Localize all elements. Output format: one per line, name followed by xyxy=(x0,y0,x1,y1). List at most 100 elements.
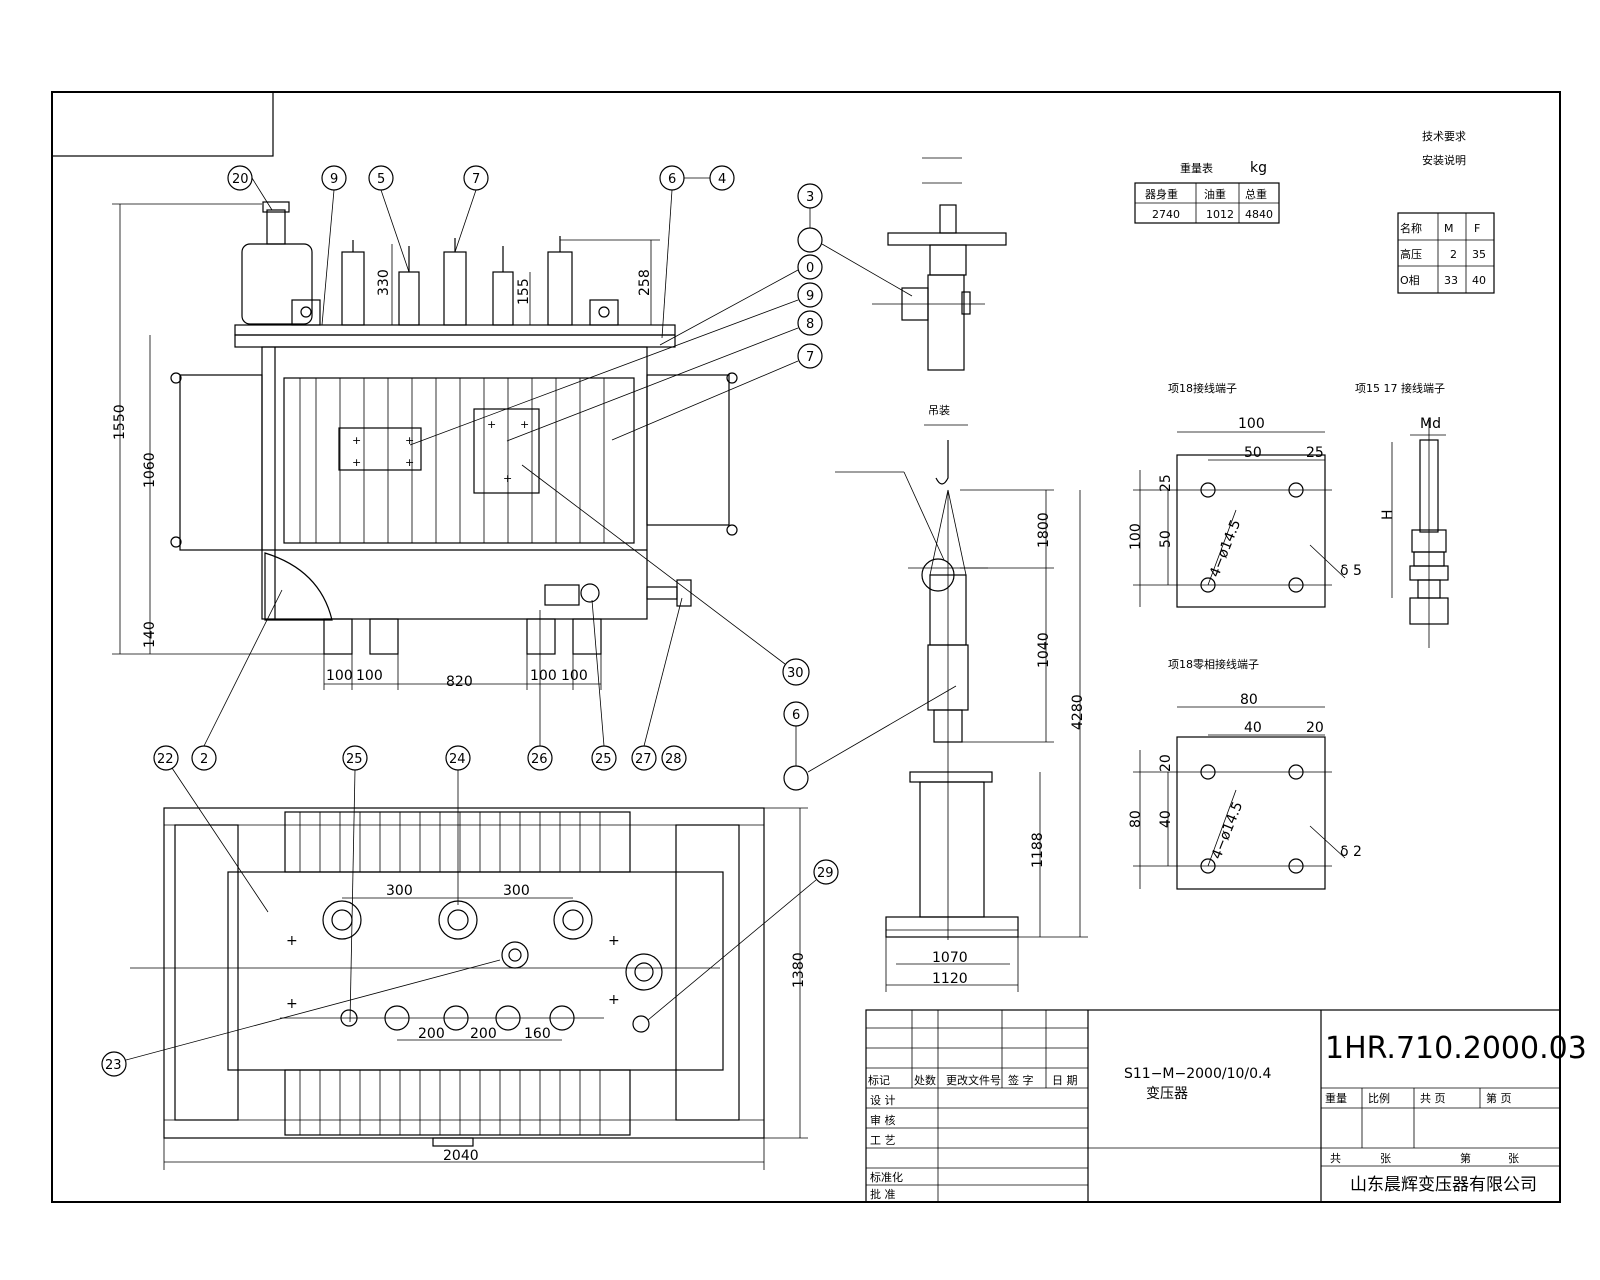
dim-258: 258 xyxy=(637,269,653,296)
svg-text:工 艺: 工 艺 xyxy=(870,1134,896,1147)
svg-text:+: + xyxy=(405,434,414,447)
svg-text:24: 24 xyxy=(449,752,466,767)
front-dimensions: 1550 1060 140 330 155 258 100 100 820 10… xyxy=(112,203,660,690)
small-table: 名称 M F 高压 2 35 O相 33 40 xyxy=(1397,212,1495,294)
dim-1120: 1120 xyxy=(932,971,968,987)
svg-text:油重: 油重 xyxy=(1204,187,1226,201)
company-name: 山东晨辉变压器有限公司 xyxy=(1350,1175,1537,1195)
corner-box xyxy=(51,91,274,157)
dim-140: 140 xyxy=(142,621,158,648)
weight-title: 重量表 xyxy=(1180,161,1213,175)
svg-text:80: 80 xyxy=(1240,692,1258,708)
dim-100-b: 100 xyxy=(356,668,383,684)
front-balloons: 20 9 5 7 6 4 xyxy=(227,165,735,339)
svg-text:23: 23 xyxy=(105,1058,122,1073)
dim-1550: 1550 xyxy=(112,404,128,440)
radiator-fins xyxy=(283,377,635,544)
lifting-dimensions: 1800 1040 4280 1188 1070 1120 xyxy=(885,489,1088,992)
svg-text:4−ø14.5: 4−ø14.5 xyxy=(1209,800,1246,862)
bolt-terminal: 项15 17 接线端子 Md H xyxy=(1355,381,1449,648)
bolt-title: 项15 17 接线端子 xyxy=(1355,381,1445,395)
terminal-18: 项18接线端子 100 50 25 100 50 25 4−ø14.5 δ 5 xyxy=(1128,381,1362,608)
svg-text:处数: 处数 xyxy=(914,1074,936,1087)
dim-1040: 1040 xyxy=(1036,632,1052,668)
svg-text:+: + xyxy=(286,996,298,1012)
svg-text:0: 0 xyxy=(806,261,814,276)
svg-text:3: 3 xyxy=(806,190,814,205)
svg-text:Md: Md xyxy=(1420,416,1441,432)
svg-text:名称: 名称 xyxy=(1400,221,1422,235)
svg-text:+: + xyxy=(608,933,620,949)
bottom-balloons: 22 2 25 24 26 25 27 28 xyxy=(153,589,687,1023)
svg-text:F: F xyxy=(1474,222,1480,235)
dim-4280: 4280 xyxy=(1070,694,1086,730)
weight-table: 重量表 kg 器身重 油重 总重 2740 1012 4840 xyxy=(1134,160,1280,224)
svg-text:标准化: 标准化 xyxy=(870,1170,903,1184)
svg-text:第: 第 xyxy=(1460,1151,1471,1165)
terminal-18-neutral: 项18零相接线端子 80 40 20 80 40 20 4−ø14.5 δ 2 xyxy=(1128,657,1362,890)
svg-text:2740: 2740 xyxy=(1152,208,1180,221)
svg-text:技术要求: 技术要求 xyxy=(1422,130,1466,143)
svg-text:40: 40 xyxy=(1472,274,1486,287)
svg-text:第 页: 第 页 xyxy=(1486,1091,1512,1105)
svg-text:26: 26 xyxy=(531,752,548,767)
dim-160: 160 xyxy=(524,1026,551,1042)
svg-text:6: 6 xyxy=(668,172,676,187)
svg-text:δ 2: δ 2 xyxy=(1340,844,1362,860)
dim-1800: 1800 xyxy=(1036,512,1052,548)
plan-dimensions: 2040 1380 300 300 200 200 160 xyxy=(163,807,808,1170)
terminal18n-title: 项18零相接线端子 xyxy=(1168,657,1259,671)
svg-text:4: 4 xyxy=(718,172,726,187)
svg-text:33: 33 xyxy=(1444,274,1458,287)
dim-200-a: 200 xyxy=(418,1026,445,1042)
svg-text:+: + xyxy=(503,472,512,485)
svg-text:40: 40 xyxy=(1244,720,1262,736)
svg-text:+: + xyxy=(352,434,361,447)
svg-text:设 计: 设 计 xyxy=(870,1094,896,1107)
svg-text:9: 9 xyxy=(330,172,338,187)
model-number: S11−M−2000/10/0.4 xyxy=(1124,1066,1271,1082)
product-name: 变压器 xyxy=(1146,1086,1188,1102)
svg-text:+: + xyxy=(487,418,496,431)
lifting-view: 吊装 xyxy=(835,404,1019,940)
dim-2040: 2040 xyxy=(443,1148,479,1164)
svg-text:1012: 1012 xyxy=(1206,208,1234,221)
svg-text:2: 2 xyxy=(200,752,208,767)
front-elevation: ++ ++ ++ + xyxy=(170,201,738,655)
svg-text:50: 50 xyxy=(1158,530,1174,548)
svg-text:安装说明: 安装说明 xyxy=(1422,153,1466,167)
svg-text:高压: 高压 xyxy=(1400,247,1422,261)
svg-text:日 期: 日 期 xyxy=(1052,1074,1078,1087)
svg-text:H: H xyxy=(1380,509,1396,520)
plan-balloons: 29 23 xyxy=(101,859,839,1077)
svg-text:7: 7 xyxy=(806,350,814,365)
svg-text:40: 40 xyxy=(1158,810,1174,828)
side-label: 吊装 xyxy=(928,404,950,417)
svg-text:30: 30 xyxy=(787,666,804,681)
svg-text:共 页: 共 页 xyxy=(1420,1092,1446,1105)
svg-text:+: + xyxy=(286,933,298,949)
dim-1188: 1188 xyxy=(1030,832,1046,868)
svg-text:22: 22 xyxy=(157,752,174,767)
svg-text:20: 20 xyxy=(1306,720,1324,736)
svg-text:7: 7 xyxy=(472,172,480,187)
svg-text:+: + xyxy=(352,456,361,469)
svg-text:比例: 比例 xyxy=(1368,1091,1390,1105)
dim-1070: 1070 xyxy=(932,950,968,966)
svg-text:25: 25 xyxy=(595,752,612,767)
svg-text:标记: 标记 xyxy=(868,1073,890,1087)
drawing-number: 1HR.710.2000.03 xyxy=(1325,1031,1587,1066)
title-block: 标记 处数 更改文件号 签 字 日 期 设 计 审 核 工 艺 标准化 批 准 … xyxy=(865,1009,1587,1203)
bushings xyxy=(341,236,573,326)
plan-view: + + + + xyxy=(130,807,765,1147)
dim-1380: 1380 xyxy=(791,952,807,988)
svg-text:9: 9 xyxy=(806,289,814,304)
svg-text:20: 20 xyxy=(1158,754,1174,772)
svg-text:35: 35 xyxy=(1472,248,1486,261)
svg-text:27: 27 xyxy=(635,752,652,767)
svg-text:O相: O相 xyxy=(1400,274,1420,287)
dim-100-c: 100 xyxy=(530,668,557,684)
svg-text:张: 张 xyxy=(1380,1152,1391,1165)
svg-text:+: + xyxy=(405,456,414,469)
